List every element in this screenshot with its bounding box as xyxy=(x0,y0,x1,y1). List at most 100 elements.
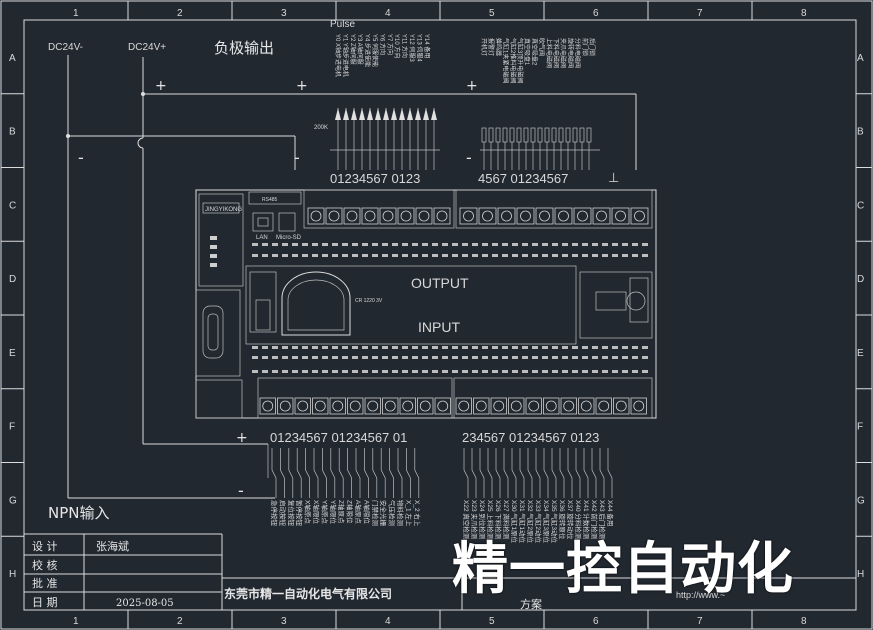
terminal-screw xyxy=(578,397,595,415)
led xyxy=(452,370,458,373)
input-wire xyxy=(511,448,517,498)
signal-label: 复位按钮 xyxy=(287,500,296,527)
led xyxy=(482,254,488,257)
grid-column-label: 2 xyxy=(177,8,183,19)
signal-label: 气压检测 xyxy=(388,500,397,527)
led xyxy=(592,356,598,359)
led xyxy=(462,346,468,349)
minus-sign: - xyxy=(466,148,472,167)
led xyxy=(612,356,618,359)
signal-label: 物料检测 xyxy=(396,500,405,527)
led xyxy=(422,243,428,246)
terminal-screw xyxy=(490,397,507,415)
terminal-screw xyxy=(415,207,433,225)
led xyxy=(362,243,368,246)
input-wire xyxy=(305,448,310,498)
led xyxy=(432,346,438,349)
signal-label: X27 满料检测 xyxy=(502,500,511,540)
led xyxy=(642,356,648,359)
input-wire xyxy=(519,448,525,498)
resistor xyxy=(558,127,564,143)
signal-label: 暂停按钮 xyxy=(295,500,304,527)
grid-column-label: 7 xyxy=(697,616,703,627)
led xyxy=(372,346,378,349)
resistor xyxy=(586,127,592,143)
led xyxy=(252,346,258,349)
led xyxy=(322,254,328,257)
led xyxy=(542,346,548,349)
screw-head xyxy=(419,400,431,412)
led xyxy=(542,243,548,246)
led xyxy=(562,346,568,349)
led xyxy=(452,346,458,349)
led xyxy=(422,356,428,359)
led xyxy=(412,254,418,257)
signal-label: X轴限位 xyxy=(312,500,321,524)
grid-row-label: G xyxy=(9,495,17,506)
led xyxy=(632,356,638,359)
pulse-label: Pulse xyxy=(330,19,355,30)
led xyxy=(482,346,488,349)
led xyxy=(262,346,268,349)
led xyxy=(512,356,518,359)
output-title: 负极输出 xyxy=(214,39,274,57)
led xyxy=(532,243,538,246)
plc-brand: JINGYIKONG xyxy=(205,207,242,213)
grid-column-label: 3 xyxy=(281,8,287,19)
signal-label: Z轴原点 xyxy=(337,500,346,524)
output-wiring xyxy=(330,108,600,170)
led xyxy=(472,356,478,359)
screw-head xyxy=(436,210,448,222)
screw-head xyxy=(577,210,588,222)
led xyxy=(322,370,328,373)
led xyxy=(522,254,528,257)
led xyxy=(632,370,638,373)
screw-head xyxy=(349,400,361,412)
arrow-head xyxy=(359,108,365,120)
grid-column-label: 7 xyxy=(697,8,703,19)
led xyxy=(552,254,558,257)
input-wire xyxy=(380,448,386,498)
terminal-screw xyxy=(613,397,630,415)
signal-label: X_2 右上 xyxy=(413,500,422,527)
grid-column-label: 8 xyxy=(801,8,807,19)
terminal-screw xyxy=(525,397,542,415)
plus-sign: + xyxy=(296,78,308,94)
led xyxy=(462,243,468,246)
led xyxy=(322,356,328,359)
led xyxy=(312,356,318,359)
led xyxy=(612,346,618,349)
grid-row-label: D xyxy=(857,274,864,285)
signal-label: 启动按钮 xyxy=(278,500,287,527)
led xyxy=(352,346,358,349)
input-wire xyxy=(471,448,477,498)
signal-label: Y4 步进使能 xyxy=(364,34,372,67)
signal-label: X41 计数检测 xyxy=(582,500,591,540)
grid-row-label: D xyxy=(9,274,16,285)
led xyxy=(512,243,518,246)
screw-head xyxy=(310,210,322,222)
signal-label: Y2 Z轴伺服 xyxy=(349,34,357,65)
terminal-screw xyxy=(307,207,325,225)
arrow-head xyxy=(343,108,349,120)
led xyxy=(572,243,578,246)
arrow-head xyxy=(383,108,389,120)
terminal-screw xyxy=(364,397,381,415)
led xyxy=(402,243,408,246)
arrow-head xyxy=(423,108,429,120)
led xyxy=(582,254,588,257)
designer-name: 张海斌 xyxy=(96,539,129,553)
led xyxy=(332,243,338,246)
arrow-head xyxy=(415,108,421,120)
signal-label: 气缸2推料电磁阀 xyxy=(509,38,517,83)
led xyxy=(452,356,458,359)
led xyxy=(552,243,558,246)
led xyxy=(412,370,418,373)
terminal-screw xyxy=(595,397,612,415)
resistor xyxy=(523,127,529,143)
led xyxy=(312,346,318,349)
signal-label: 开机灯 xyxy=(480,38,488,56)
grid-column-label: 6 xyxy=(593,8,599,19)
led xyxy=(412,356,418,359)
